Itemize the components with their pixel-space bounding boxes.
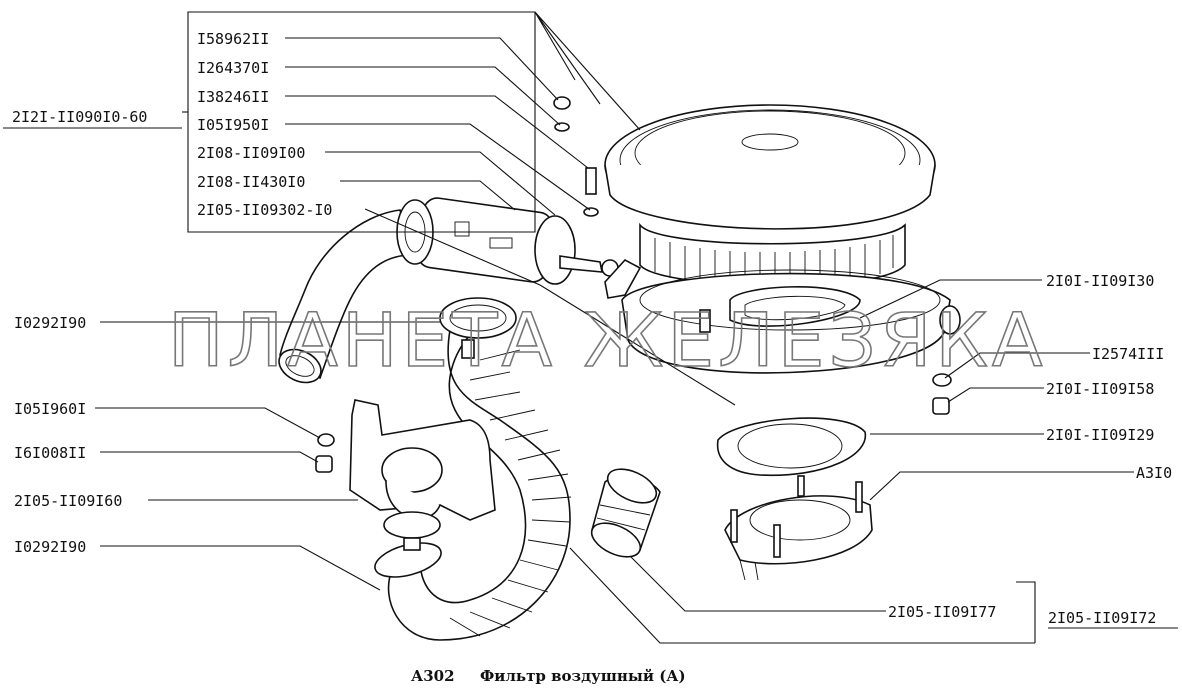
label-part-6: 2I08-II430I0 (197, 173, 305, 191)
part-labels: I58962II I264370I I38246II I05I950I 2I08… (10, 30, 1178, 629)
label-part-5: 2I08-II09I00 (197, 144, 305, 162)
filter-lid (604, 104, 936, 230)
label-hose-bottom: I0292I90 (14, 538, 86, 556)
label-right-3: 2I0I-II09I58 (1046, 380, 1154, 398)
leader-lines (3, 11, 1134, 644)
hose-clamp-bottom (374, 537, 442, 578)
intake-resonator (349, 399, 496, 539)
label-part-2: I264370I (197, 59, 269, 77)
label-part-4: I05I950I (197, 116, 269, 134)
label-intake: 2I05-II09I60 (14, 492, 122, 510)
valve-body (396, 197, 642, 299)
diagram-caption: А302 Фильтр воздушный (А) (411, 667, 686, 685)
gasket (716, 417, 867, 477)
caption-title: Фильтр воздушный (А) (480, 667, 686, 685)
label-short-pipe: 2I05-II09I77 (888, 603, 996, 621)
upper-curved-hose (278, 209, 414, 384)
label-part-7: 2I05-II09302-I0 (197, 201, 332, 219)
top-fasteners (553, 96, 599, 217)
label-washer: I05I960I (14, 400, 86, 418)
left-washer-nut (315, 433, 335, 473)
parts-drawing (278, 96, 961, 641)
watermark-text: ПЛАНЕТА ЖЕЛЕЗЯКА (168, 298, 1047, 384)
label-right-5: A3I0 (1136, 464, 1172, 482)
filter-housing (621, 269, 961, 374)
label-hose-top: I0292I90 (14, 314, 86, 332)
label-assembly-bottom: 2I05-II09I72 (1048, 609, 1156, 627)
label-right-4: 2I0I-II09I29 (1046, 426, 1154, 444)
adapter-plate (724, 475, 873, 581)
label-right-2: I2574III (1092, 345, 1164, 363)
label-assembly-left: 2I2I-II090I0-60 (12, 108, 147, 126)
label-right-1: 2I0I-II09I30 (1046, 272, 1154, 290)
hose-clamp-top (439, 297, 517, 359)
caption-code: А302 (411, 667, 455, 685)
short-pipe (590, 468, 661, 558)
label-nut: I6I008II (14, 444, 86, 462)
label-part-1: I58962II (197, 30, 269, 48)
label-part-3: I38246II (197, 88, 269, 106)
